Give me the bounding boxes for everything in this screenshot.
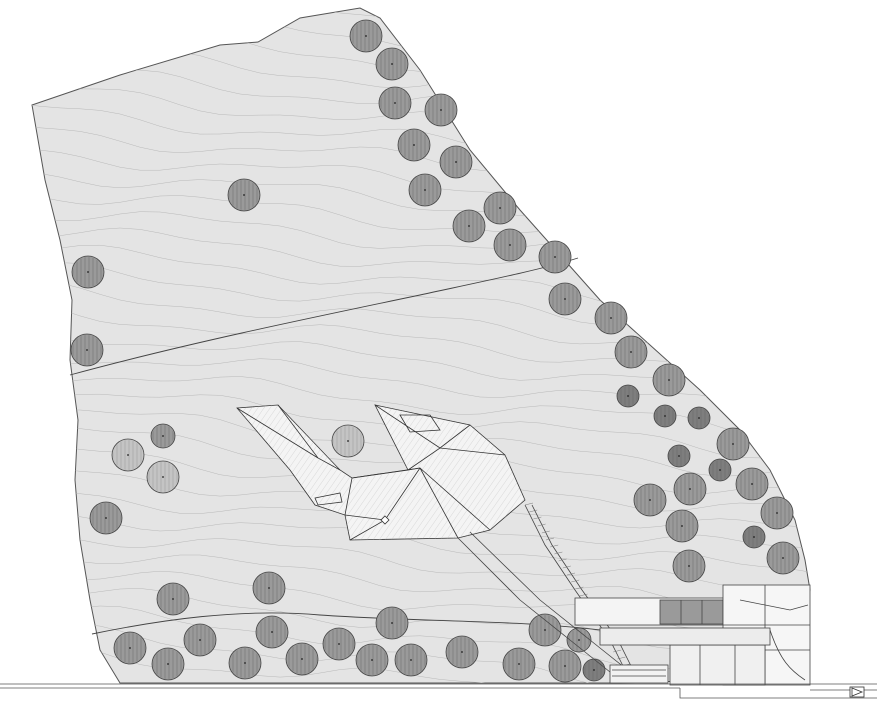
ramp-step — [524, 502, 534, 506]
tree-canopy-icon — [548, 282, 582, 316]
tree-canopy-icon — [394, 643, 428, 677]
building-roof — [236, 404, 526, 541]
tree-canopy-icon — [252, 571, 286, 605]
roof-marker — [380, 515, 390, 525]
division-line-upper — [69, 257, 579, 376]
ramp-step — [554, 551, 563, 555]
ramp-step — [541, 530, 550, 534]
contour-line — [32, 509, 810, 581]
tree-canopy-icon — [502, 647, 536, 681]
tree-canopy-icon — [70, 333, 104, 367]
tree-canopy-icon — [483, 191, 517, 225]
tree-canopy-icon — [538, 240, 572, 274]
ramp-step — [613, 649, 622, 653]
ramp-step — [579, 593, 588, 597]
tree-canopy-icon — [285, 642, 319, 676]
ramp-step — [566, 572, 576, 576]
tree-canopy-icon — [227, 178, 261, 212]
ramp-step — [529, 509, 538, 513]
tree-canopy-icon — [89, 501, 123, 535]
tree-canopy-icon — [255, 615, 289, 649]
contour-line — [32, 623, 810, 683]
tree-canopy-icon — [452, 209, 486, 243]
ramp-step — [617, 656, 626, 660]
road-lines — [0, 683, 877, 699]
tree-canopy-icon — [424, 93, 458, 127]
tree-canopy-icon — [616, 384, 640, 408]
tree-canopy-icon — [378, 86, 412, 120]
ramp-step — [571, 579, 580, 583]
structure-dark-block — [659, 599, 724, 625]
triangle-flag-icon — [849, 686, 865, 698]
tree-canopy-icon — [528, 613, 562, 647]
tree-canopy-icon — [349, 19, 383, 53]
tree-canopy-icon — [71, 255, 105, 289]
street-structures — [574, 584, 811, 686]
roof-ridges — [236, 404, 506, 541]
tree-canopy-icon — [375, 606, 409, 640]
trees — [70, 19, 800, 685]
tree-canopy-icon — [716, 427, 750, 461]
tree-canopy-icon — [228, 646, 262, 680]
access-ramp — [457, 504, 641, 681]
tree-canopy-icon — [566, 627, 592, 653]
tree-canopy-icon — [633, 483, 667, 517]
contour-line — [32, 352, 810, 421]
tree-canopy-icon — [445, 635, 479, 669]
tree-canopy-icon — [113, 631, 147, 665]
tree-canopy-icon — [548, 649, 582, 683]
tree-canopy-icon — [673, 472, 707, 506]
tree-canopy-icon — [594, 301, 628, 335]
tree-canopy-icon — [355, 643, 389, 677]
structure-middle-bar — [599, 627, 771, 646]
tree-canopy-icon — [653, 404, 677, 428]
tree-canopy-icon — [614, 335, 648, 369]
tree-canopy-icon — [331, 424, 365, 458]
ramp-step — [562, 565, 571, 569]
tree-canopy-icon — [665, 509, 699, 543]
tree-canopy-icon — [493, 228, 527, 262]
ramp-step — [533, 516, 542, 520]
ramp-step — [537, 523, 546, 527]
tree-canopy-icon — [397, 128, 431, 162]
tree-canopy-icon — [708, 458, 732, 482]
tree-canopy-icon — [735, 467, 769, 501]
ramp-step — [558, 558, 567, 562]
ramp-step — [545, 537, 555, 541]
tree-canopy-icon — [183, 623, 217, 657]
tree-canopy-icon — [582, 658, 606, 682]
tree-canopy-icon — [375, 47, 409, 81]
tree-canopy-icon — [156, 582, 190, 616]
contour-line — [32, 8, 810, 61]
roof-hatch — [237, 405, 525, 540]
tree-canopy-icon — [672, 549, 706, 583]
ramp-step — [550, 544, 559, 548]
tree-canopy-icon — [652, 363, 686, 397]
tree-canopy-icon — [687, 406, 711, 430]
tree-canopy-icon — [151, 647, 185, 681]
tree-canopy-icon — [150, 423, 176, 449]
tree-canopy-icon — [766, 541, 800, 575]
tree-canopy-icon — [322, 627, 356, 661]
structure-steps — [609, 664, 669, 684]
tree-canopy-icon — [760, 496, 794, 530]
tree-canopy-icon — [742, 525, 766, 549]
structure-lower-block — [669, 644, 766, 686]
tree-canopy-icon — [408, 173, 442, 207]
ramp-step — [575, 586, 584, 590]
tree-canopy-icon — [146, 460, 180, 494]
tree-canopy-icon — [667, 444, 691, 468]
tree-canopy-icon — [111, 438, 145, 472]
contour-line — [32, 533, 810, 606]
tree-canopy-icon — [439, 145, 473, 179]
